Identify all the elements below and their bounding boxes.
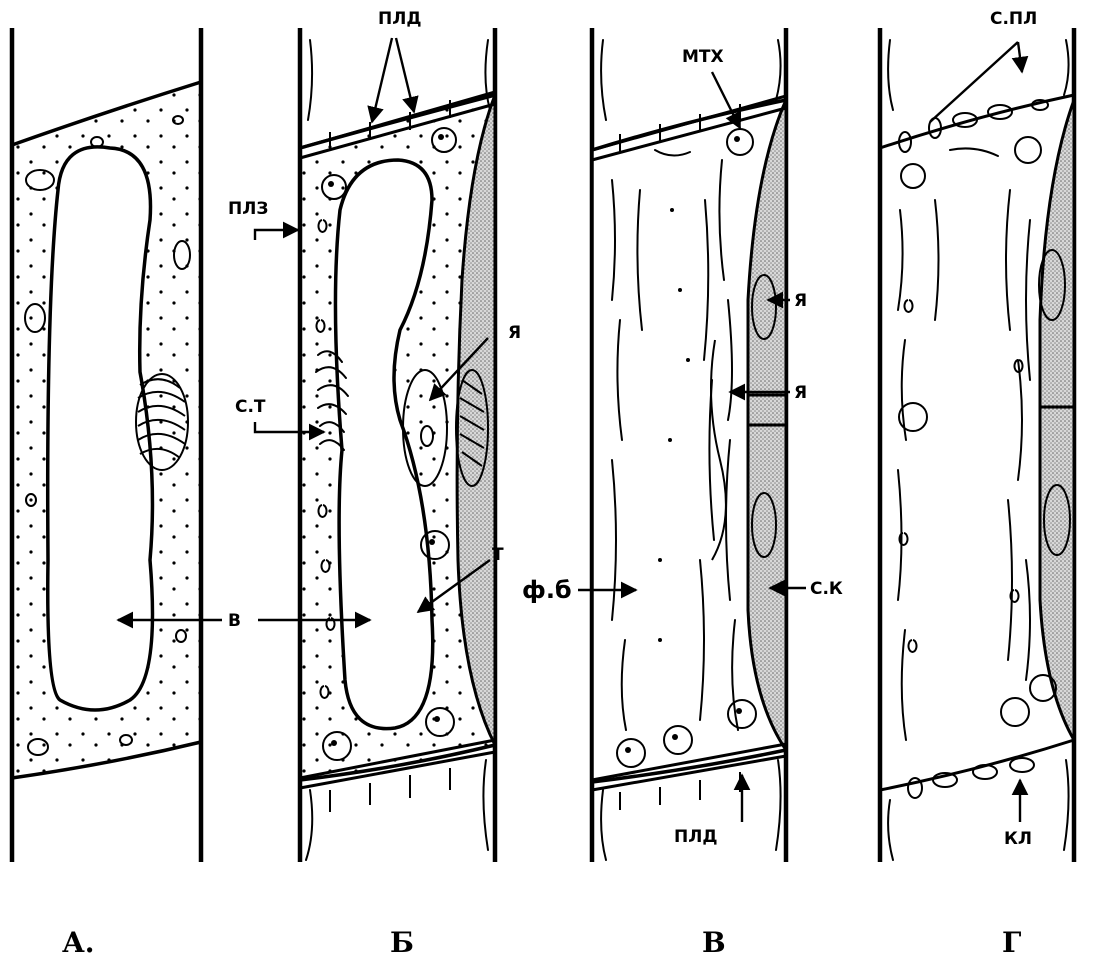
fibril-icon: [897, 147, 1031, 741]
annotation-arrows: [116, 37, 1029, 822]
plasmodesmata-icon: [898, 99, 1049, 799]
panel-label-g: Г: [1002, 926, 1021, 959]
panel-v: [589, 28, 789, 862]
label-plz: ПЛЗ: [228, 199, 268, 219]
label-spl: С.ПЛ: [990, 9, 1037, 29]
label-ya-b: Я: [508, 323, 521, 343]
label-ya-v2: Я: [794, 383, 807, 403]
panel-g: [877, 28, 1077, 862]
panel-label-a: А.: [62, 926, 95, 959]
plastid-icon: [898, 136, 1057, 727]
panel-label-b: Б: [390, 926, 414, 959]
plastid-icon: [321, 127, 457, 761]
label-st: С.Т: [235, 397, 266, 417]
fibril-icon: [611, 149, 739, 731]
label-sk: С.К: [810, 579, 843, 599]
panel-a: [9, 28, 204, 862]
label-mtx: МТХ: [682, 47, 724, 67]
label-pld-top: ПЛД: [378, 9, 422, 29]
label-fb: ф.б: [522, 576, 572, 604]
golgi-icon: [315, 350, 349, 451]
chloroplast-icon: [455, 369, 489, 487]
panel-b: [297, 28, 498, 862]
label-kl: КЛ: [1004, 829, 1032, 849]
nucleus-icon: [135, 373, 189, 471]
label-ya-v1: Я: [794, 291, 807, 311]
panel-label-v: В: [702, 926, 726, 959]
nucleus-icon: [1038, 249, 1066, 321]
label-v-b: В: [228, 611, 241, 631]
nucleus-icon: [402, 369, 448, 487]
label-pld-bottom: ПЛД: [674, 827, 718, 847]
label-t: Т: [492, 545, 504, 565]
